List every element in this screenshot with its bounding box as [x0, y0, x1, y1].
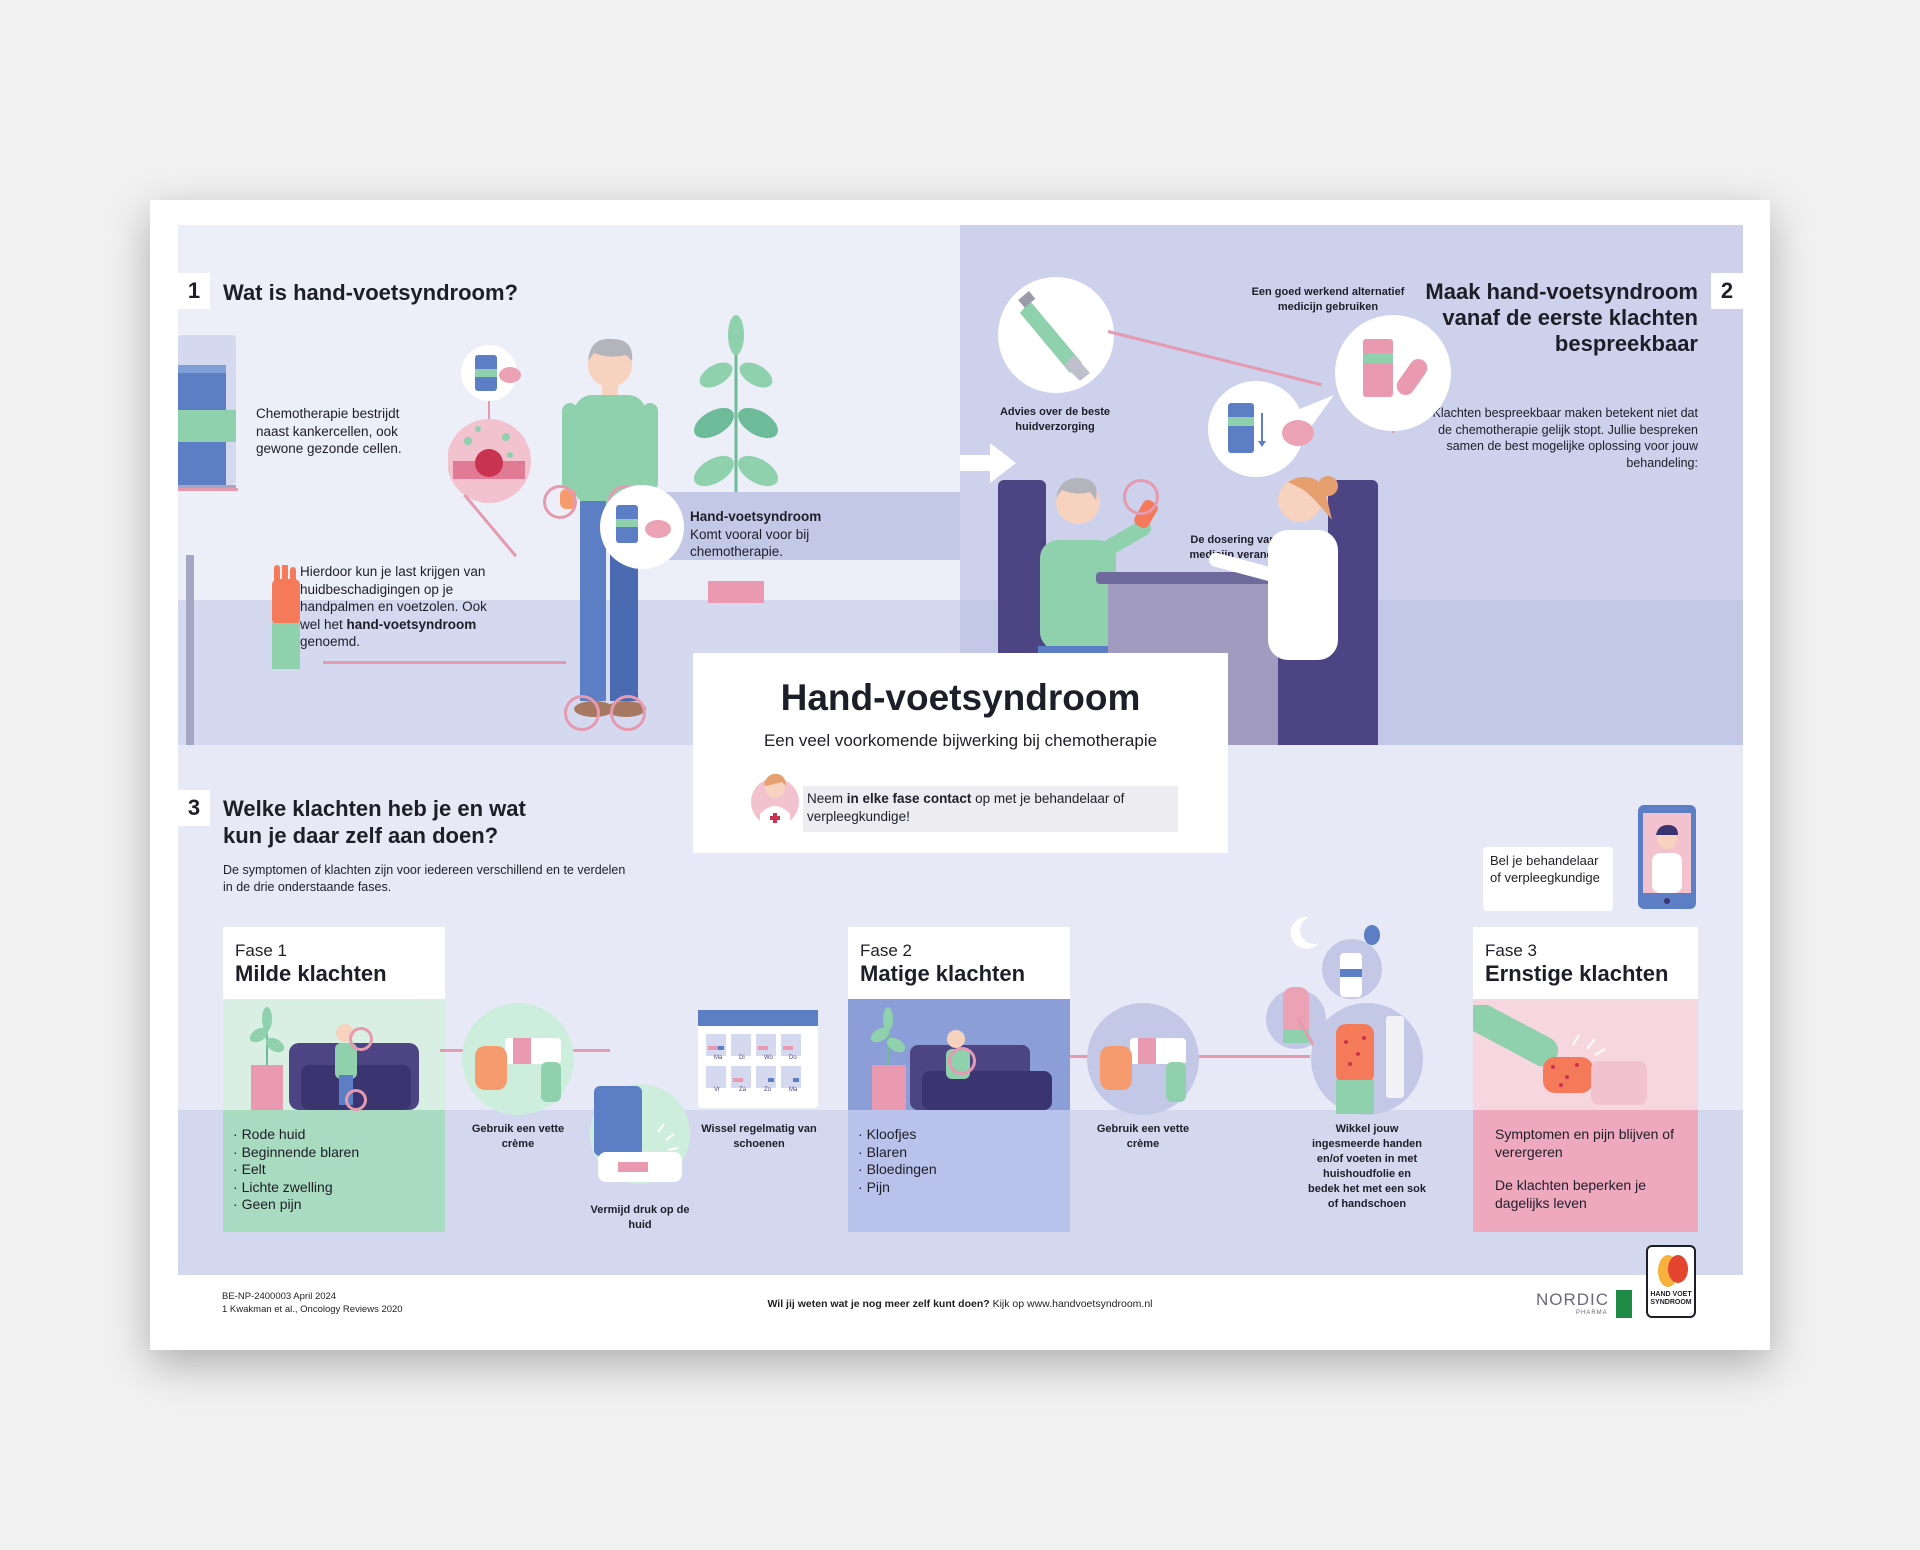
dosage-change-icon: [1208, 381, 1334, 477]
shoe-pressure-icon: [590, 1084, 690, 1184]
tip-cream-2: Gebruik een vette crème: [1096, 1123, 1190, 1150]
tip-cream-1: Gebruik een vette crème: [471, 1123, 565, 1150]
section2-number: 2: [1711, 273, 1743, 309]
section1-heading: Wat is hand-voetsyndroom?: [223, 280, 518, 305]
phase3-title: Ernstige klachten: [1485, 961, 1669, 986]
damage-explanation: Hierdoor kun je last krijgen van huidbes…: [300, 564, 487, 649]
moon-icon: [1290, 916, 1319, 949]
call-caregiver-callout: Bel je behandelaar of verpleegkundige: [1483, 847, 1613, 911]
phase1-symptom-list: Rode huid Beginnende blaren Eelt Lichte …: [233, 1126, 435, 1214]
chemo-explanation: Chemotherapie bestrijdt naast kankercell…: [256, 406, 402, 456]
foot-highlight-ring: [610, 695, 646, 731]
phone-doctor-icon: [1638, 805, 1696, 909]
phase1-symptom: Eelt: [233, 1161, 435, 1179]
phase2-card: Fase 2 Matige klachten Kloofjes Blaren B…: [848, 927, 1070, 1232]
section3-body: De symptomen of klachten zijn voor ieder…: [223, 863, 626, 894]
page-title: Hand-voetsyndroom: [780, 677, 1141, 718]
contact-callout: Neem in elke fase contact op met je beha…: [803, 786, 1178, 832]
tip-wrap: Wikkel jouw ingesmeerde handen en/of voe…: [1308, 1123, 1426, 1210]
phase3-label: Fase 3: [1485, 941, 1537, 960]
wrap-hand-icon: [1311, 1003, 1423, 1115]
chemo-pill-icon: [600, 485, 684, 569]
tip-shoes: Wissel regelmatig van schoenen: [701, 1123, 817, 1150]
phase2-symptom: Bloedingen: [858, 1161, 1060, 1179]
phase3-symptom: Symptomen en pijn blijven of verergeren: [1495, 1126, 1674, 1160]
nurse-avatar: [751, 773, 799, 826]
phase1-title: Milde klachten: [235, 961, 387, 986]
hand-highlight-ring: [543, 485, 577, 519]
cream-hand-icon: [462, 1003, 574, 1115]
page-subtitle: Een veel voorkomende bijwerking bij chem…: [763, 731, 1158, 750]
alternative-label: Een goed werkend alternatief medicijn ge…: [1251, 286, 1405, 313]
phase2-illustration: [848, 999, 1070, 1110]
advice-label: Advies over de beste huidverzorging: [999, 406, 1111, 433]
phase2-label: Fase 2: [860, 941, 912, 960]
lotion-bottle-icon: [1322, 925, 1382, 999]
red-hand-icon: [272, 565, 300, 669]
phase1-symptom: Lichte zwelling: [233, 1179, 435, 1197]
phase2-symptom: Blaren: [858, 1144, 1060, 1162]
tip-pressure: Vermijd druk op de huid: [590, 1204, 690, 1231]
alternative-medicine-icon: [1335, 315, 1451, 433]
calendar-icon: [698, 1010, 818, 1108]
nordic-pharma-logo: NORDIC PHARMA: [1536, 1290, 1636, 1322]
section2-body: Klachten bespreekbaar maken betekent nie…: [1432, 406, 1698, 470]
phase1-illustration: [223, 999, 445, 1111]
connector-line: [178, 488, 238, 491]
phase3-symptom: De klachten beperken je dagelijks leven: [1495, 1177, 1646, 1211]
hvs-info-text: Hand-voetsyndroom Komt vooral voor bij c…: [690, 509, 822, 559]
phase2-symptom: Kloofjes: [858, 1126, 1060, 1144]
phase1-symptom: Rode huid: [233, 1126, 435, 1144]
hvs-logo: HAND VOET SYNDROOM: [1646, 1245, 1696, 1318]
phase2-symptom-list: Kloofjes Blaren Bloedingen Pijn: [858, 1126, 1060, 1196]
section2-heading: Maak hand-voetsyndroom vanaf de eerste k…: [1425, 279, 1698, 356]
section3-heading: Welke klachten heb je en wat kun je daar…: [223, 796, 526, 848]
phase1-label: Fase 1: [235, 941, 287, 960]
phase1-symptom: Beginnende blaren: [233, 1144, 435, 1162]
phase1-card: Fase 1 Milde klachten Rode huid B: [223, 927, 445, 1232]
hvs-info-box: [648, 492, 960, 560]
footer-website-prompt: Wil jij weten wat je nog meer zelf kunt …: [767, 1298, 1153, 1310]
footer-references: BE-NP-2400003 April 2024 1 Kwakman et al…: [222, 1291, 403, 1315]
phase3-card: Fase 3 Ernstige klachten Symptomen en pi…: [1473, 927, 1698, 1232]
iv-stand-illustration: [178, 335, 236, 745]
section3-number: 3: [178, 790, 210, 826]
hand-highlight-ring: [1123, 479, 1159, 515]
infographic-poster: 1 Wat is hand-voetsyndroom? Chemotherapi…: [178, 225, 1743, 1275]
foot-highlight-ring: [564, 695, 600, 731]
section1-number: 1: [178, 273, 210, 309]
phase2-symptom: Pijn: [858, 1179, 1060, 1197]
arrow-right-icon: [960, 443, 1016, 483]
iv-bag-label: [178, 410, 236, 442]
hand-foot-logo-icon: [1658, 1255, 1688, 1287]
phase1-symptom: Geen pijn: [233, 1196, 435, 1214]
phase2-title: Matige klachten: [860, 961, 1026, 986]
title-card: Hand-voetsyndroom Een veel voorkomende b…: [693, 653, 1228, 853]
cream-tube-icon: [998, 277, 1114, 393]
chemo-cells-illustration: [448, 345, 531, 503]
connector-line: [323, 661, 566, 664]
glove-icon: [1266, 987, 1326, 1049]
cream-hand-icon: [1087, 1003, 1199, 1115]
phase3-illustration: [1473, 999, 1698, 1110]
